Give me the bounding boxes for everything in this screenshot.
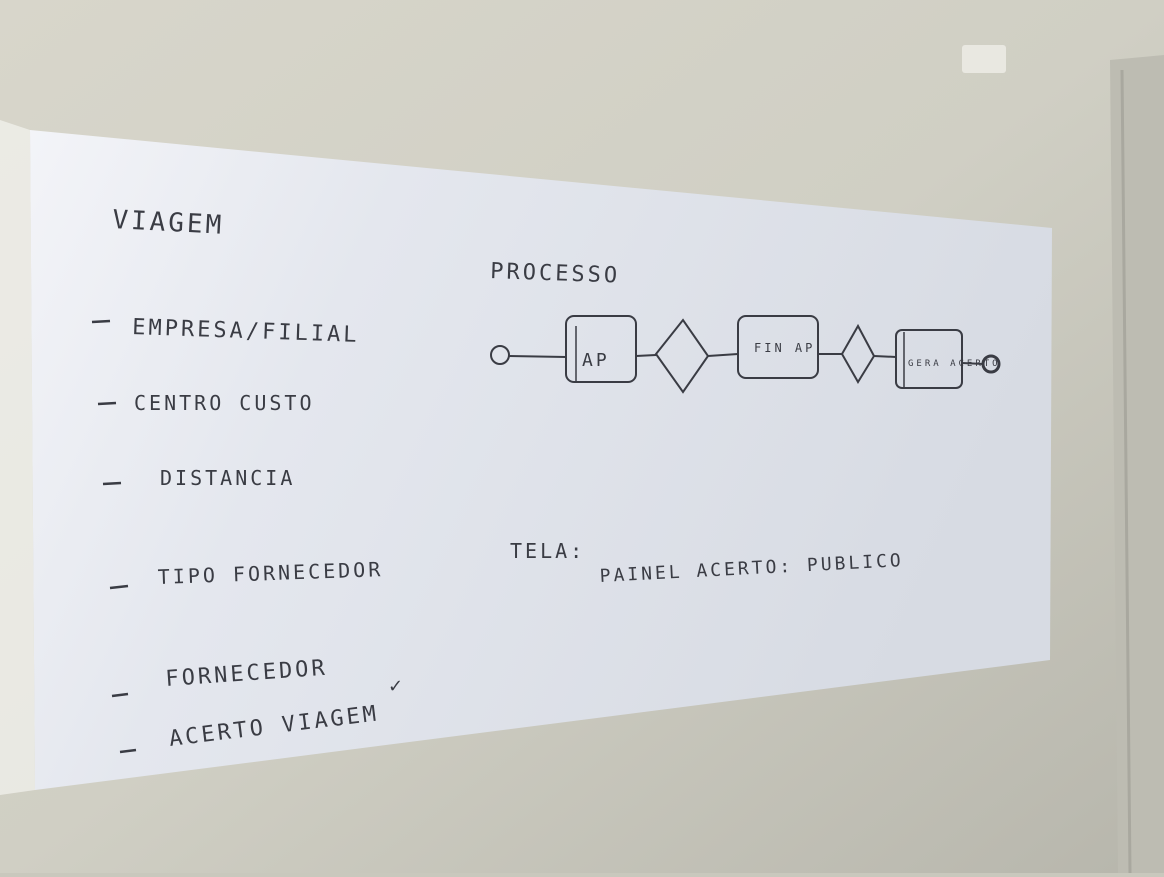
wall-side-panel: [1110, 55, 1164, 873]
door-frame-line: [1120, 69, 1132, 874]
start-event-icon: [490, 345, 510, 365]
board-edge-glare: [0, 120, 35, 795]
screen-label: TELA:: [510, 539, 585, 563]
list-dash: [102, 481, 122, 486]
process-title: PROCESSO: [490, 259, 621, 289]
list-dash: [91, 319, 111, 324]
process-step-gera-acerto-label: GERA ACERTO: [908, 359, 1001, 369]
flow-line: [707, 353, 739, 357]
list-dash: [119, 748, 137, 754]
flow-line: [635, 354, 657, 357]
process-step-ap: [565, 315, 637, 383]
flow-line: [961, 362, 985, 365]
whiteboard-surface: [30, 130, 1052, 790]
process-step-gera-acerto: [895, 329, 963, 389]
process-step-fin-ap: [737, 315, 819, 379]
process-step-ap-label: AP: [582, 350, 610, 371]
ceiling-fixture: [962, 45, 1006, 73]
flow-line: [508, 355, 567, 358]
list-item-centro-custo: CENTRO CUSTO: [134, 391, 315, 415]
list-dash: [109, 584, 129, 590]
check-mark-icon: ✓: [388, 676, 403, 697]
board-title: VIAGEM: [112, 205, 225, 241]
list-dash: [111, 692, 129, 698]
list-dash: [97, 401, 117, 406]
list-item-distancia: DISTANCIA: [160, 466, 295, 490]
flow-line: [873, 355, 897, 358]
process-step-fin-ap-label: FIN AP: [754, 341, 815, 355]
end-event-icon: [981, 354, 1001, 374]
process-diagram: PROCESSO AP FIN AP GERA ACERTO: [490, 259, 1001, 394]
